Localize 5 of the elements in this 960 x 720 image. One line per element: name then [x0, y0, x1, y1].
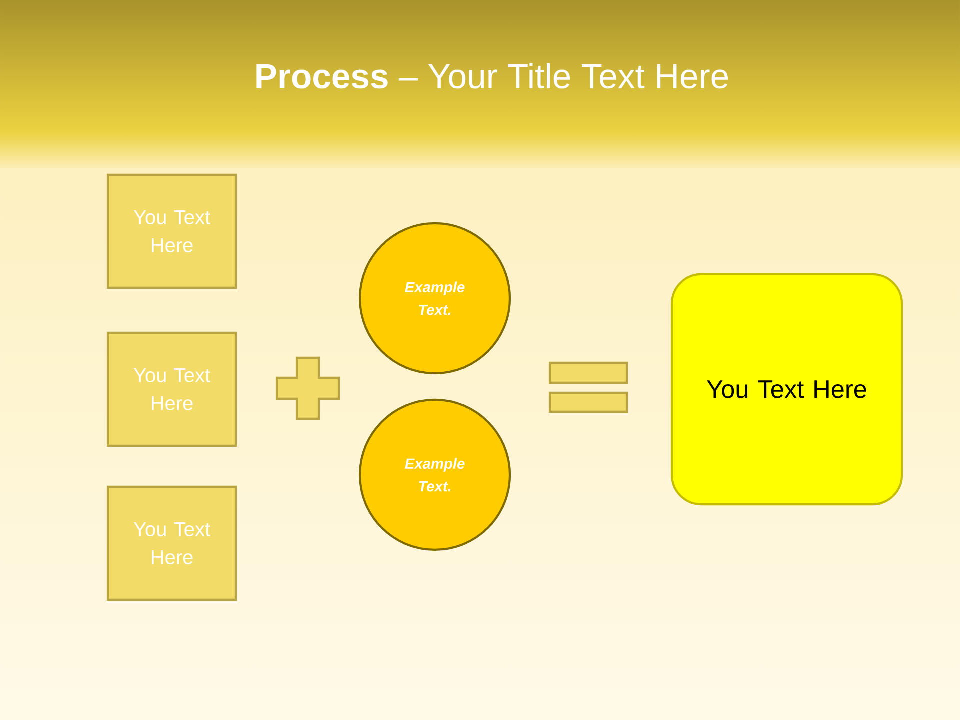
text-box: You Text Here: [106, 174, 238, 290]
result-box: You Text Here: [670, 273, 904, 506]
title: Process – Your Title Text Here: [256, 63, 728, 89]
text-box: You Text Here: [106, 332, 238, 448]
text-box: You Text Here: [106, 486, 238, 602]
